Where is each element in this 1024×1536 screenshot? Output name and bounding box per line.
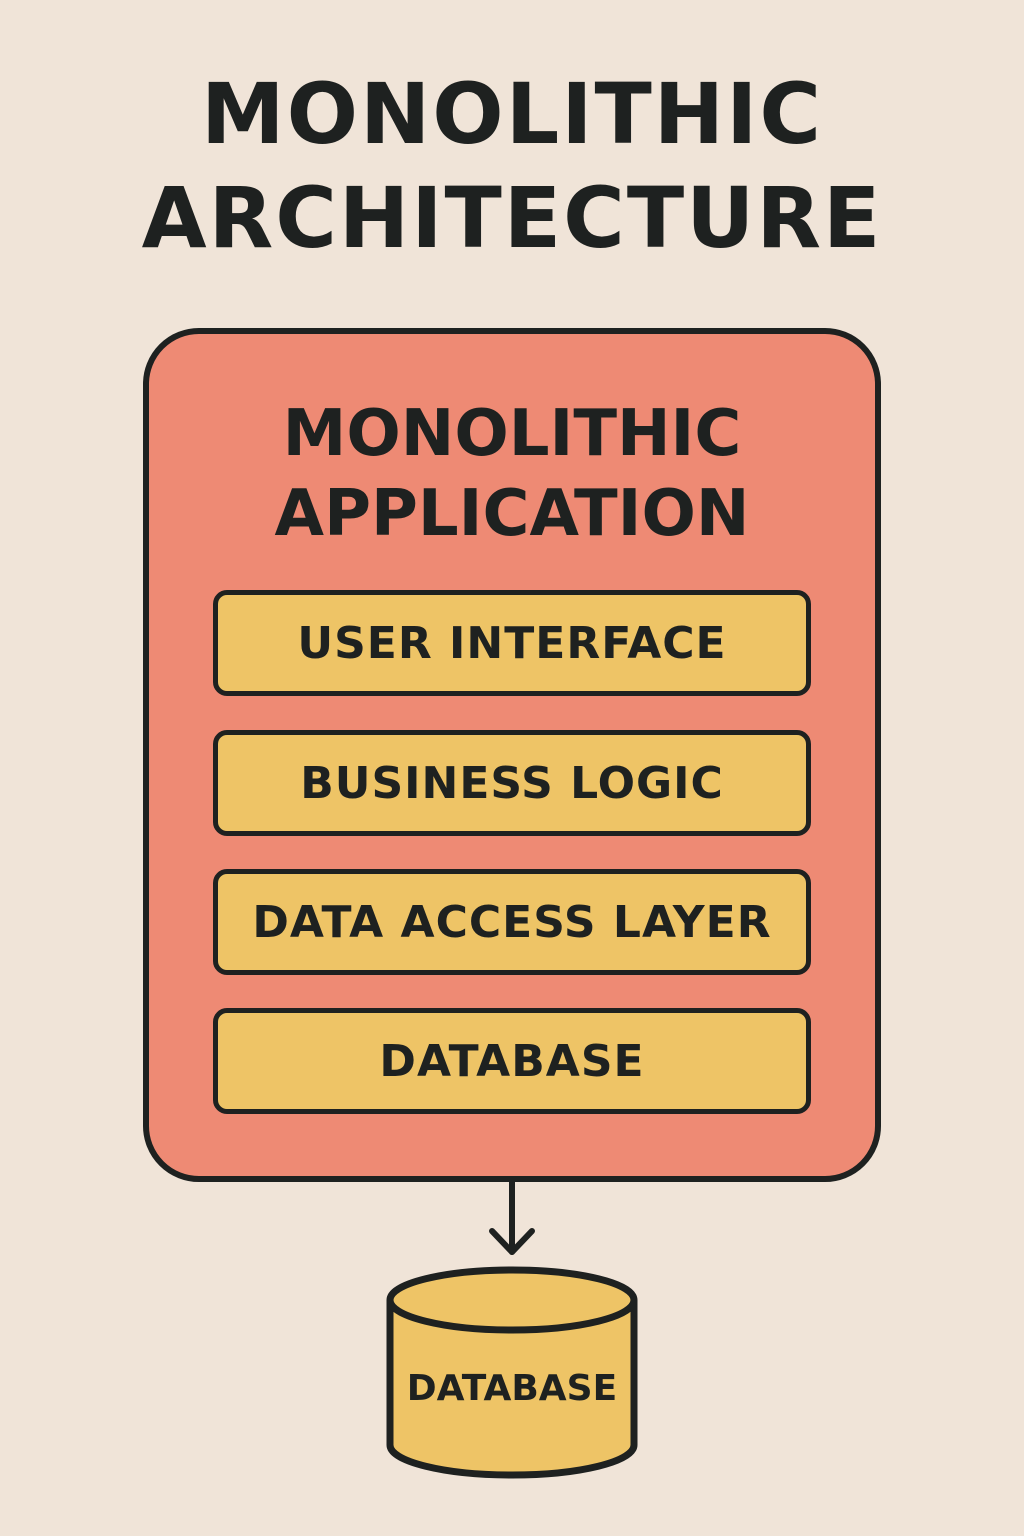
application-title-line1: MONOLITHIC [282,397,742,471]
monolithic-application-box: MONOLITHIC APPLICATION USER INTERFACE BU… [143,328,881,1182]
layer-user-interface: USER INTERFACE [213,590,811,696]
layer-database: DATABASE [213,1008,811,1114]
layer-business-logic: BUSINESS LOGIC [213,730,811,836]
database-cylinder-icon [386,1266,638,1479]
layer-data-access: DATA ACCESS LAYER [213,869,811,975]
diagram-title-line1: MONOLITHIC [201,65,823,163]
database-label: DATABASE [406,1368,618,1409]
arrow-down-icon [489,1177,535,1255]
application-title-line2: APPLICATION [274,477,750,551]
diagram-title-line2: ARCHITECTURE [141,169,883,267]
